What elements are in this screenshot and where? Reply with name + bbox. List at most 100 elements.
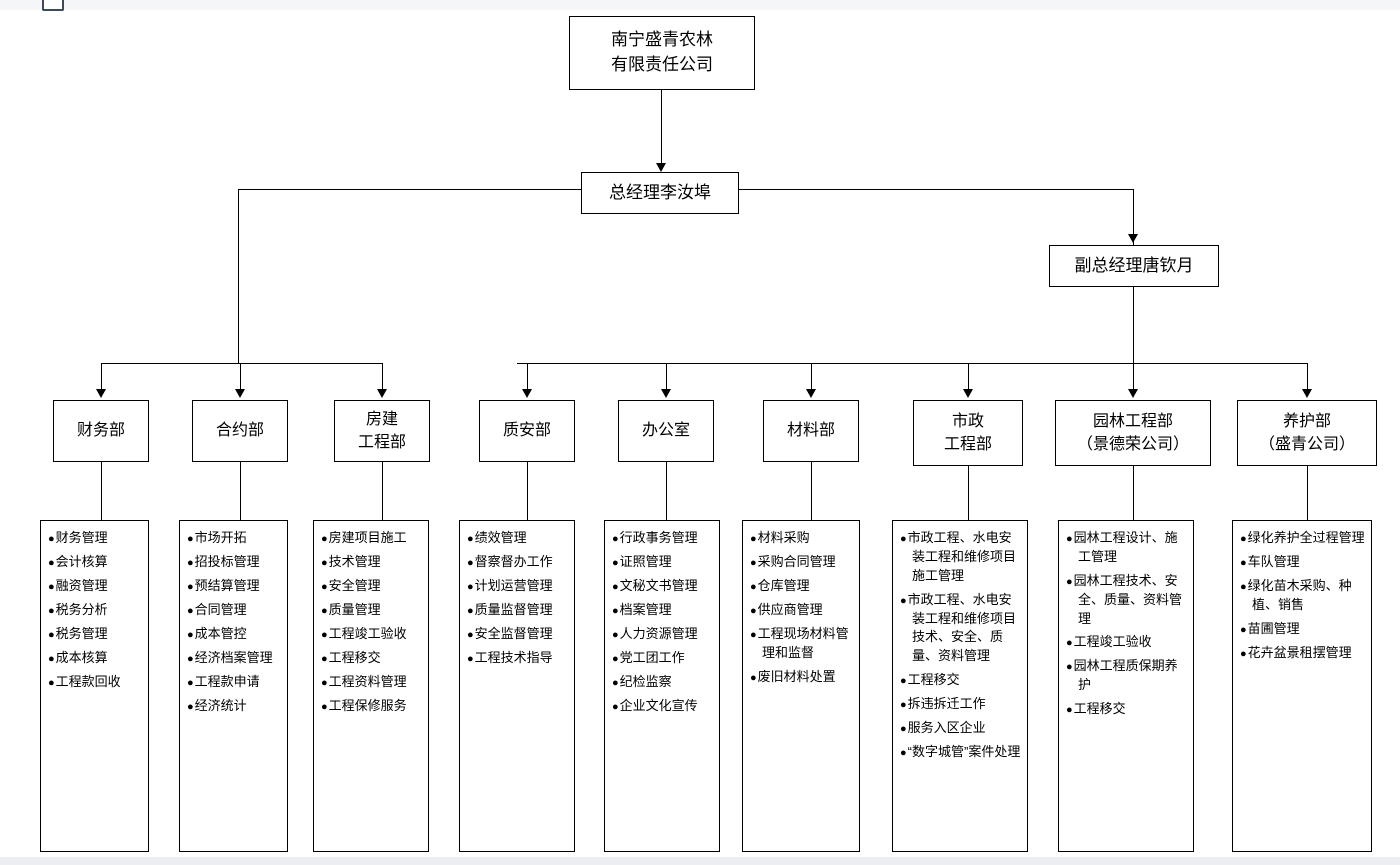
duty-item: 成本管控 — [187, 625, 281, 644]
duties-panel-2: 房建项目施工技术管理安全管理质量管理工程竣工验收工程移交工程资料管理工程保修服务 — [313, 520, 429, 852]
arrow-to-dept-0 — [96, 389, 106, 398]
drop-to-dept-1 — [240, 363, 241, 395]
duty-item: 绩效管理 — [467, 529, 568, 548]
dept-box-1[interactable]: 合约部 — [192, 400, 288, 462]
duty-item: 督察督办工作 — [467, 553, 568, 572]
dept-label-3: 质安部 — [502, 422, 551, 440]
stem-dept-1-duties — [240, 462, 241, 520]
duties-list-7: 园林工程设计、施工管理园林工程技术、安全、质量、资料管理工程竣工验收园林工程质保… — [1066, 529, 1187, 719]
dept-box-7[interactable]: 园林工程部 （景德荣公司） — [1055, 400, 1211, 466]
duty-item: 纪检监察 — [612, 673, 713, 692]
duty-item: 税务管理 — [48, 625, 142, 644]
duty-item: 工程竣工验收 — [1066, 633, 1187, 652]
node-general-manager[interactable]: 总经理李汝埠 — [581, 172, 739, 214]
connector-deputy-drop — [1133, 287, 1134, 363]
connector-gm-left-drop — [238, 189, 239, 363]
stem-dept-4-duties — [666, 462, 667, 520]
duty-item: 工程资料管理 — [321, 673, 422, 692]
duty-item: 融资管理 — [48, 577, 142, 596]
duty-item: 市场开拓 — [187, 529, 281, 548]
duties-list-3: 绩效管理督察督办工作计划运营管理质量监督管理安全监督管理工程技术指导 — [467, 529, 568, 668]
duty-item: 计划运营管理 — [467, 577, 568, 596]
duties-list-4: 行政事务管理证照管理文秘文书管理档案管理人力资源管理党工团工作纪检监察企业文化宣… — [612, 529, 713, 716]
connector-gm-left-stem — [238, 189, 581, 190]
duty-item: 行政事务管理 — [612, 529, 713, 548]
dept-label-4: 办公室 — [641, 422, 690, 440]
duty-item: 房建项目施工 — [321, 529, 422, 548]
dept-label-1: 合约部 — [215, 422, 264, 440]
duty-item: 工程技术指导 — [467, 649, 568, 668]
duties-panel-1: 市场开拓招投标管理预结算管理合同管理成本管控经济档案管理工程款申请经济统计 — [179, 520, 288, 852]
dept-box-5[interactable]: 材料部 — [763, 400, 859, 462]
arrow-to-dept-7 — [1128, 389, 1138, 398]
arrow-to-dept-8 — [1302, 389, 1312, 398]
node-deputy-manager[interactable]: 副总经理唐钦月 — [1049, 245, 1219, 287]
duty-item: 材料采购 — [750, 529, 853, 548]
duty-item: 供应商管理 — [750, 601, 853, 620]
duty-item: “数字城管”案件处理 — [900, 743, 1021, 762]
duty-item: 车队管理 — [1240, 553, 1365, 572]
drop-to-dept-5 — [811, 363, 812, 395]
duty-item: 仓库管理 — [750, 577, 853, 596]
duties-panel-3: 绩效管理督察督办工作计划运营管理质量监督管理安全监督管理工程技术指导 — [459, 520, 575, 852]
duty-item: 市政工程、水电安装工程和维修项目技术、安全、质量、资料管理 — [900, 591, 1021, 666]
dept-box-6[interactable]: 市政 工程部 — [913, 400, 1023, 466]
node-deputy-manager-label: 副总经理唐钦月 — [1074, 255, 1194, 275]
duty-item: 服务入区企业 — [900, 719, 1021, 738]
bus-deputy-departments — [517, 363, 1307, 364]
duties-panel-4: 行政事务管理证照管理文秘文书管理档案管理人力资源管理党工团工作纪检监察企业文化宣… — [604, 520, 720, 852]
connector-company-to-gm — [661, 90, 662, 166]
arrow-to-dept-5 — [806, 389, 816, 398]
duties-list-8: 绿化养护全过程管理车队管理绿化苗木采购、种植、销售苗圃管理花卉盆景租摆管理 — [1240, 529, 1365, 663]
duty-item: 苗圃管理 — [1240, 620, 1365, 639]
duty-item: 采购合同管理 — [750, 553, 853, 572]
dept-box-3[interactable]: 质安部 — [479, 400, 575, 462]
window-chrome-strip — [0, 0, 1400, 10]
duty-item: 工程现场材料管理和监督 — [750, 625, 853, 663]
dept-label-0: 财务部 — [76, 422, 125, 440]
duty-item: 工程移交 — [321, 649, 422, 668]
duty-item: 工程保修服务 — [321, 697, 422, 716]
duty-item: 档案管理 — [612, 601, 713, 620]
duty-item: 工程移交 — [900, 671, 1021, 690]
duty-item: 拆违拆迁工作 — [900, 695, 1021, 714]
duties-panel-0: 财务管理会计核算融资管理税务分析税务管理成本核算工程款回收 — [40, 520, 149, 852]
dept-box-8[interactable]: 养护部 （盛青公司） — [1237, 400, 1377, 466]
drop-to-dept-0 — [101, 363, 102, 395]
dept-label-7: 园林工程部 （景德荣公司） — [1076, 412, 1189, 453]
duty-item: 质量监督管理 — [467, 601, 568, 620]
duty-item: 招投标管理 — [187, 553, 281, 572]
node-general-manager-label: 总经理李汝埠 — [609, 182, 711, 202]
node-company[interactable]: 南宁盛青农林 有限责任公司 — [569, 16, 755, 90]
arrow-to-dept-2 — [377, 389, 387, 398]
duty-item: 企业文化宣传 — [612, 697, 713, 716]
window-bottom-strip — [0, 857, 1400, 865]
dept-box-0[interactable]: 财务部 — [53, 400, 149, 462]
duty-item: 质量管理 — [321, 601, 422, 620]
arrow-to-dept-1 — [235, 389, 245, 398]
drop-to-dept-8 — [1307, 363, 1308, 395]
node-company-label: 南宁盛青农林 有限责任公司 — [611, 30, 713, 74]
arrow-to-dept-6 — [963, 389, 973, 398]
dept-label-8: 养护部 （盛青公司） — [1258, 412, 1355, 453]
duty-item: 文秘文书管理 — [612, 577, 713, 596]
stem-dept-3-duties — [527, 462, 528, 520]
dept-box-4[interactable]: 办公室 — [618, 400, 714, 462]
window-tab-handle[interactable] — [42, 0, 64, 11]
drop-to-dept-4 — [666, 363, 667, 395]
duties-panel-5: 材料采购采购合同管理仓库管理供应商管理工程现场材料管理和监督废旧材料处置 — [742, 520, 860, 852]
duties-panel-7: 园林工程设计、施工管理园林工程技术、安全、质量、资料管理工程竣工验收园林工程质保… — [1058, 520, 1194, 852]
duty-item: 绿化苗木采购、种植、销售 — [1240, 577, 1365, 615]
dept-label-6: 市政 工程部 — [943, 412, 992, 453]
drop-to-dept-7 — [1133, 363, 1134, 395]
drop-to-dept-6 — [968, 363, 969, 395]
dept-box-2[interactable]: 房建 工程部 — [334, 400, 430, 462]
duty-item: 经济档案管理 — [187, 649, 281, 668]
duty-item: 绿化养护全过程管理 — [1240, 529, 1365, 548]
dept-label-2: 房建 工程部 — [357, 410, 406, 451]
drop-to-dept-3 — [527, 363, 528, 395]
stem-dept-0-duties — [101, 462, 102, 520]
duty-item: 证照管理 — [612, 553, 713, 572]
duties-list-0: 财务管理会计核算融资管理税务分析税务管理成本核算工程款回收 — [48, 529, 142, 692]
duty-item: 工程款回收 — [48, 673, 142, 692]
